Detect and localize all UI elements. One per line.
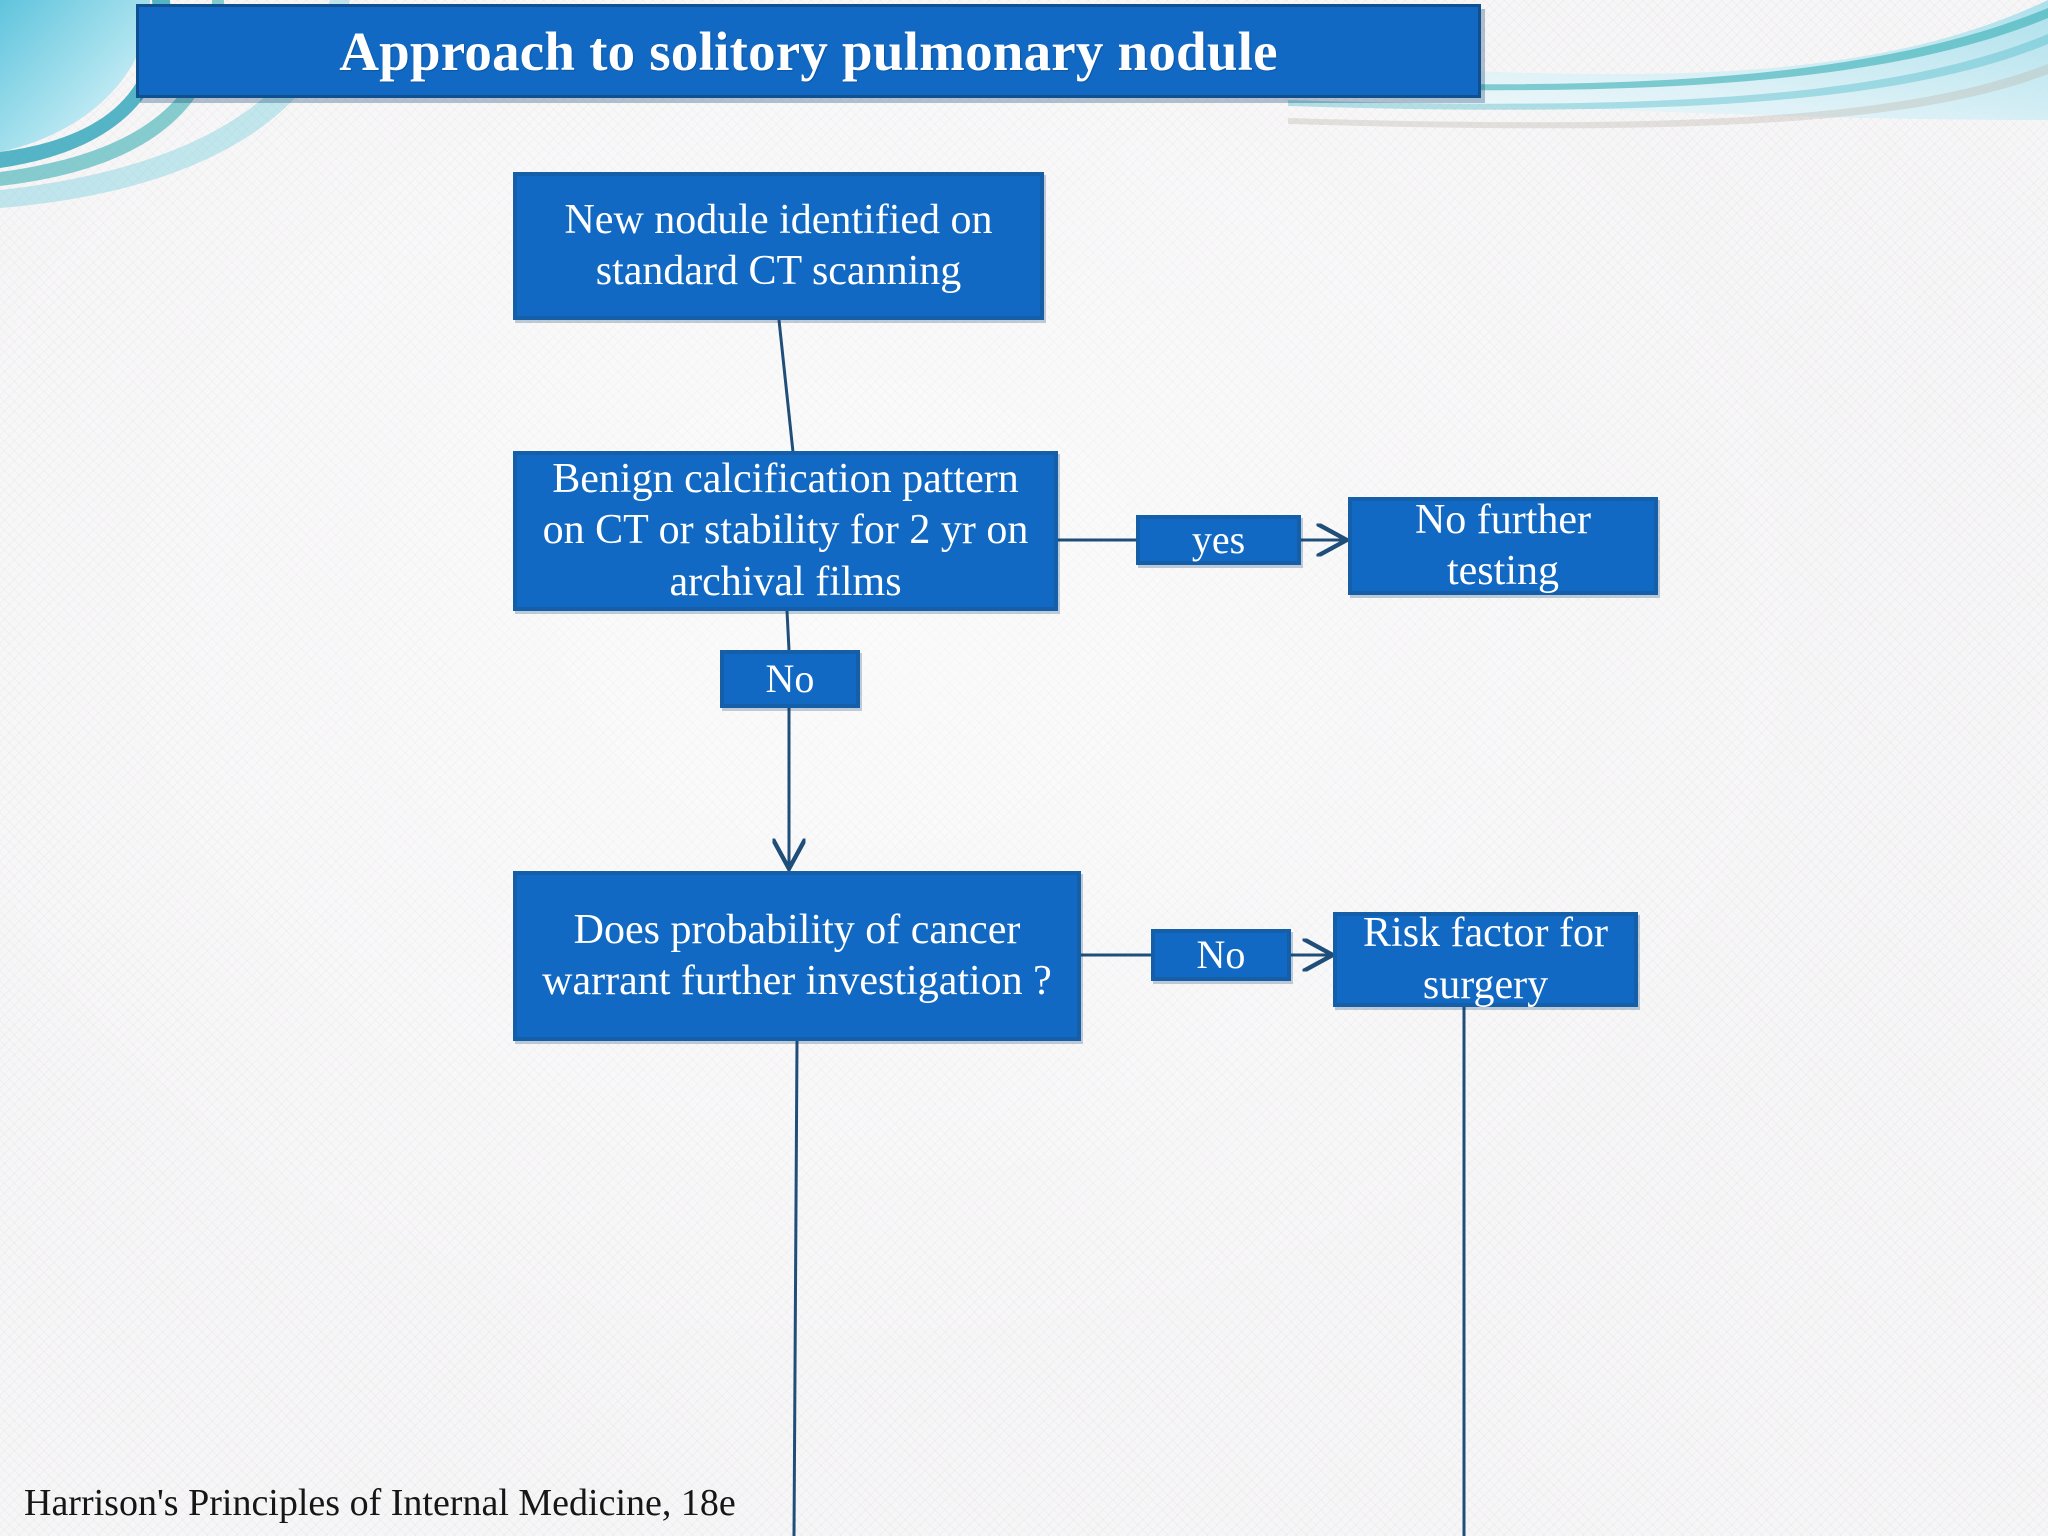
- source-caption: Harrison's Principles of Internal Medici…: [24, 1482, 736, 1524]
- flow-node-benign-calcification-label: Benign calcification pattern on CT or st…: [542, 456, 1029, 605]
- flow-label-no-benign-text: No: [765, 655, 815, 701]
- flow-node-new-nodule-label: New nodule identified on standard CT sca…: [564, 196, 993, 294]
- flow-node-risk-factor-surgery[interactable]: Risk factor for surgery: [1333, 910, 1638, 1008]
- flow-label-yes-text: yes: [1191, 516, 1246, 562]
- flow-label-yes[interactable]: yes: [1136, 515, 1301, 565]
- edge-benign-to-no1: [785, 610, 791, 651]
- edge-new-to-benign: [777, 319, 795, 453]
- flow-node-does-probability[interactable]: Does probability of cancer warrant furth…: [513, 871, 1081, 1041]
- slide-title-banner: Approach to solitory pulmonary nodule: [136, 4, 1481, 98]
- flow-label-no-probability-text: No: [1196, 931, 1246, 977]
- flow-label-no-benign[interactable]: No: [720, 650, 860, 708]
- flow-node-new-nodule[interactable]: New nodule identified on standard CT sca…: [513, 172, 1044, 320]
- page-title: Approach to solitory pulmonary nodule: [339, 20, 1278, 82]
- flow-node-no-further-testing-label: No further testing: [1414, 496, 1592, 594]
- flow-label-no-probability[interactable]: No: [1151, 929, 1291, 981]
- flow-node-no-further-testing[interactable]: No further testing: [1348, 497, 1658, 595]
- flow-node-does-probability-label: Does probability of cancer warrant furth…: [542, 906, 1052, 1004]
- edge-does-downward: [792, 1040, 799, 1536]
- flow-node-risk-factor-surgery-label: Risk factor for surgery: [1363, 910, 1608, 1008]
- flow-node-benign-calcification[interactable]: Benign calcification pattern on CT or st…: [513, 451, 1058, 611]
